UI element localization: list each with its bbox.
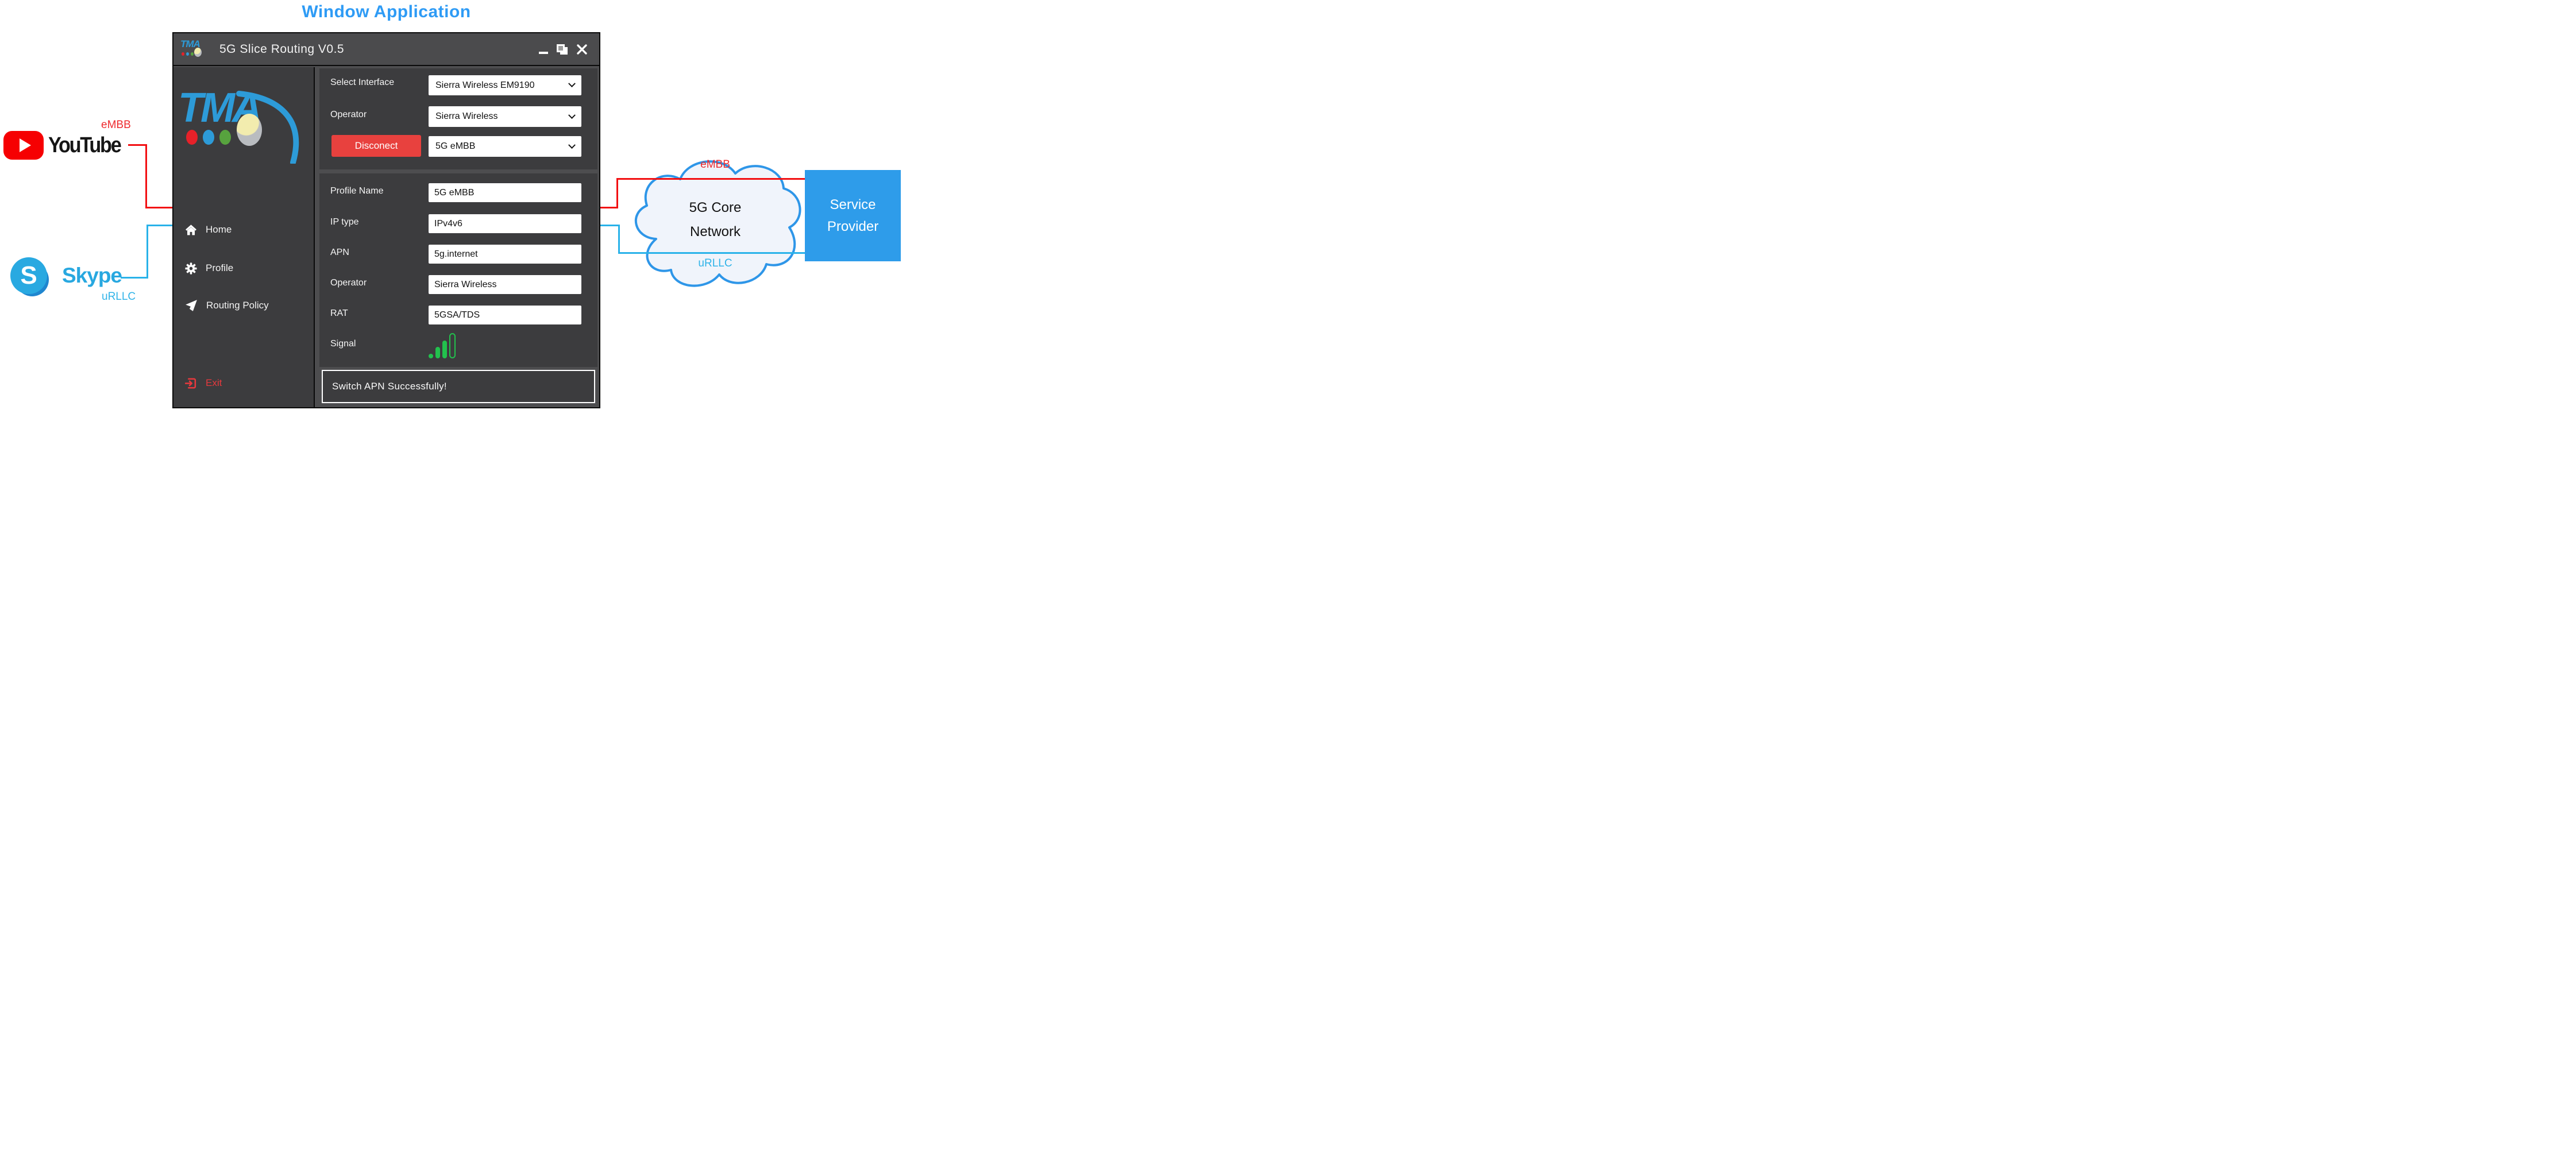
main-panel: Select Interface Sierra Wireless EM9190 … xyxy=(316,67,599,407)
connection-panel: Select Interface Sierra Wireless EM9190 … xyxy=(319,68,597,169)
urllc-line-segment xyxy=(600,225,620,226)
skype-wordmark: Skype xyxy=(62,264,122,287)
sidebar-item-label: Home xyxy=(206,224,232,235)
profile-operator-field[interactable]: Sierra Wireless xyxy=(429,275,581,294)
signal-label: Signal xyxy=(330,339,356,349)
operator-label: Operator xyxy=(330,110,367,119)
operator-value: Sierra Wireless xyxy=(435,111,498,121)
urllc-line-segment xyxy=(146,225,148,279)
status-bar: Switch APN Successfully! xyxy=(322,370,595,403)
tma-logo-text: TMA xyxy=(180,38,200,49)
globe-icon xyxy=(237,114,262,146)
chevron-down-icon xyxy=(568,111,576,119)
status-message: Switch APN Successfully! xyxy=(332,381,447,392)
tma-logo-dots xyxy=(182,52,194,56)
slice-select[interactable]: 5G eMBB xyxy=(429,136,581,157)
home-icon xyxy=(186,224,196,235)
sidebar-item-label: Profile xyxy=(206,262,234,273)
cloud-title: 5G Core Network xyxy=(649,196,781,244)
urllc-line-segment xyxy=(121,277,148,279)
cloud-embb-label: eMBB xyxy=(700,159,730,171)
sidebar-item-routing-policy[interactable]: Routing Policy xyxy=(173,297,315,314)
minimize-icon xyxy=(539,51,548,54)
tma-logo-icon: TMA xyxy=(180,37,211,61)
service-provider-line2: Provider xyxy=(827,218,879,234)
close-icon xyxy=(577,44,587,55)
interface-label: Select Interface xyxy=(330,78,395,87)
service-provider-line1: Service xyxy=(830,196,876,212)
sidebar-item-label: Exit xyxy=(206,377,222,388)
apn-label: APN xyxy=(330,248,349,257)
ip-type-field[interactable]: IPv4v6 xyxy=(429,214,581,233)
interface-select[interactable]: Sierra Wireless EM9190 xyxy=(429,75,581,95)
minimize-button[interactable] xyxy=(539,44,548,55)
embb-line-segment xyxy=(600,207,618,208)
urllc-line-segment xyxy=(618,252,806,254)
chevron-down-icon xyxy=(568,141,576,149)
cloud-urllc-label: uRLLC xyxy=(698,257,732,269)
skype-icon: S xyxy=(10,257,49,296)
sidebar-item-label: Routing Policy xyxy=(206,300,269,311)
embb-line-segment xyxy=(145,207,172,208)
profile-name-field[interactable]: 5G eMBB xyxy=(429,183,581,202)
youtube-logo: YouTube xyxy=(3,131,128,160)
embb-line-segment xyxy=(616,178,618,208)
embb-line-segment xyxy=(616,178,806,180)
profile-name-label: Profile Name xyxy=(330,186,384,196)
sidebar: TMA Home xyxy=(173,67,315,407)
urllc-line-segment xyxy=(618,225,620,254)
cloud-title-line2: Network xyxy=(689,224,741,239)
app-window: TMA 5G Slice Routing V0.5 TMA xyxy=(172,32,600,408)
titlebar: TMA 5G Slice Routing V0.5 xyxy=(173,33,599,66)
urllc-line-segment xyxy=(146,225,172,226)
sidebar-item-exit[interactable]: Exit xyxy=(173,375,315,391)
cloud-title-line1: 5G Core xyxy=(689,200,742,215)
maximize-button[interactable] xyxy=(557,44,568,55)
paper-plane-icon xyxy=(186,300,197,311)
operator-select[interactable]: Sierra Wireless xyxy=(429,106,581,127)
sidebar-item-profile[interactable]: Profile xyxy=(173,260,315,276)
service-provider-box: Service Provider xyxy=(805,170,901,261)
embb-line-segment xyxy=(128,144,147,146)
sidebar-item-home[interactable]: Home xyxy=(173,222,315,238)
globe-icon xyxy=(194,47,202,57)
window-controls xyxy=(539,44,588,55)
skype-logo: S Skype xyxy=(10,256,122,296)
close-button[interactable] xyxy=(576,44,588,55)
rat-label: RAT xyxy=(330,308,348,318)
tma-logo-dots-large xyxy=(186,130,231,145)
exit-icon xyxy=(185,377,196,389)
signal-bars-icon xyxy=(429,333,456,358)
embb-slice-label: eMBB xyxy=(101,119,131,131)
ip-type-label: IP type xyxy=(330,217,359,227)
youtube-wordmark: YouTube xyxy=(48,133,122,157)
chevron-down-icon xyxy=(568,80,576,88)
youtube-play-icon xyxy=(3,131,44,160)
disconnect-button[interactable]: Disconect xyxy=(331,135,421,157)
embb-line-segment xyxy=(145,144,147,208)
skype-initial: S xyxy=(20,261,37,289)
page-title: Window Application xyxy=(302,2,471,21)
profile-panel: Profile Name 5G eMBB IP type IPv4v6 APN … xyxy=(319,173,597,367)
gear-icon xyxy=(185,262,197,275)
profile-operator-label: Operator xyxy=(330,278,367,288)
tma-swoosh-icon xyxy=(236,91,299,164)
window-title: 5G Slice Routing V0.5 xyxy=(219,42,345,56)
urllc-slice-label: uRLLC xyxy=(102,291,136,303)
rat-field[interactable]: 5GSA/TDS xyxy=(429,306,581,324)
interface-value: Sierra Wireless EM9190 xyxy=(435,80,535,90)
apn-field[interactable]: 5g.internet xyxy=(429,245,581,264)
slice-value: 5G eMBB xyxy=(435,141,476,151)
